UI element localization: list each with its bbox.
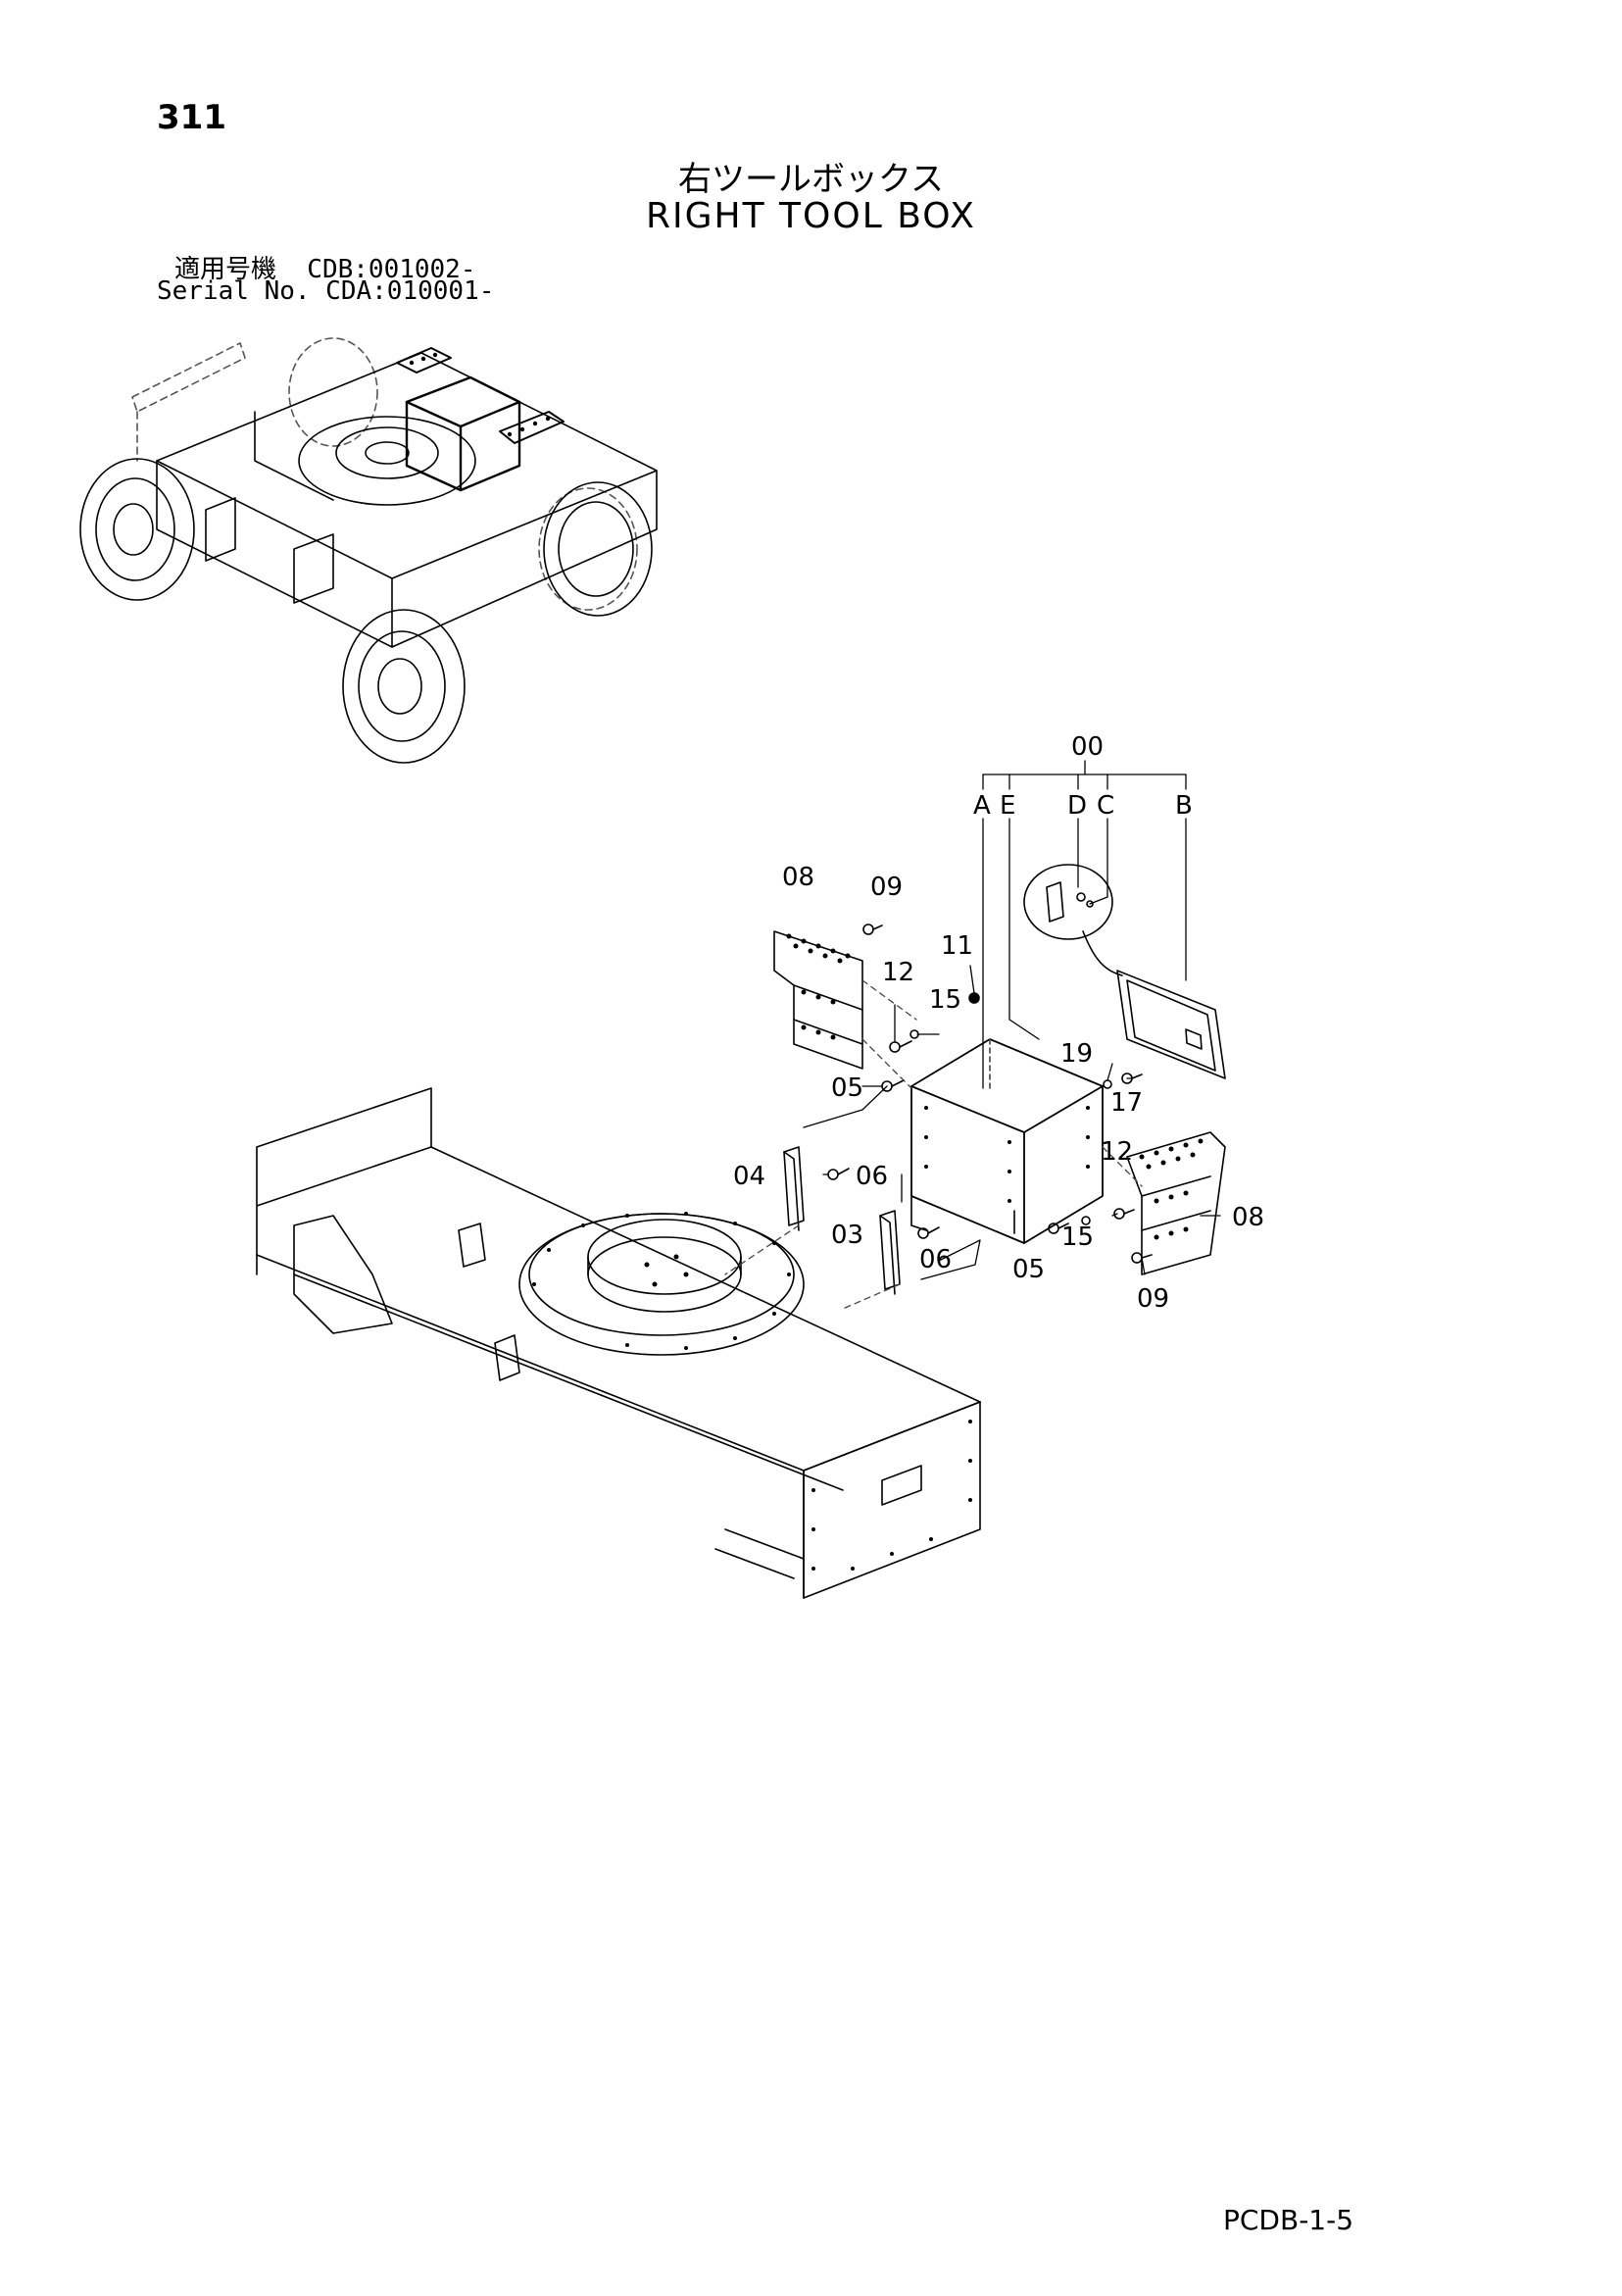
callout-B: B [1175,791,1193,821]
callout-15-upper: 15 [929,985,961,1015]
serial-applicability: 適用号機 CDB:001002- [174,255,476,284]
tool-box-door [1116,970,1226,1079]
callout-06-upper: 06 [856,1162,888,1191]
callout-17: 17 [1110,1088,1143,1118]
callout-09-upper: 09 [870,873,903,902]
callout-00: 00 [1071,732,1104,762]
page-title: RIGHT TOOL BOX [646,196,976,236]
callout-A: A [973,791,991,821]
serial-number: Serial No. CDA:010001- [157,276,495,306]
callout-E: E [1000,791,1015,821]
callout-11: 11 [941,931,973,961]
tool-box-body [910,1038,1104,1244]
title-japanese: 右ツールボックス [678,160,944,199]
callout-08-upper: 08 [782,863,814,892]
callout-15-lower: 15 [1061,1223,1094,1252]
callout-12-lower: 12 [1101,1137,1133,1167]
callout-08-lower: 08 [1232,1203,1264,1232]
footer-code: PCDB-1-5 [1223,2204,1354,2236]
callout-D: D [1067,791,1087,821]
callout-04: 04 [733,1162,765,1191]
callout-03: 03 [831,1221,863,1250]
callout-06-lower: 06 [919,1245,952,1274]
step-right [1126,1131,1226,1275]
page-number: 311 [157,98,226,137]
overview-machine [79,337,658,764]
callout-09-lower: 09 [1137,1284,1169,1314]
upper-frame [256,1087,981,1599]
callout-12-upper: 12 [882,958,914,987]
bracket-03 [879,1210,901,1295]
leader-lines [724,760,1221,1310]
callout-labels: 00 A E D C B 08 09 11 12 15 19 17 05 04 … [733,732,1264,1314]
lock-detail [1023,864,1123,976]
step-left [773,930,863,1070]
bracket-04 [783,1146,805,1231]
callout-05-lower: 05 [1012,1255,1045,1284]
callout-19: 19 [1060,1039,1093,1069]
callout-05-upper: 05 [831,1073,863,1103]
callout-C: C [1097,791,1114,821]
